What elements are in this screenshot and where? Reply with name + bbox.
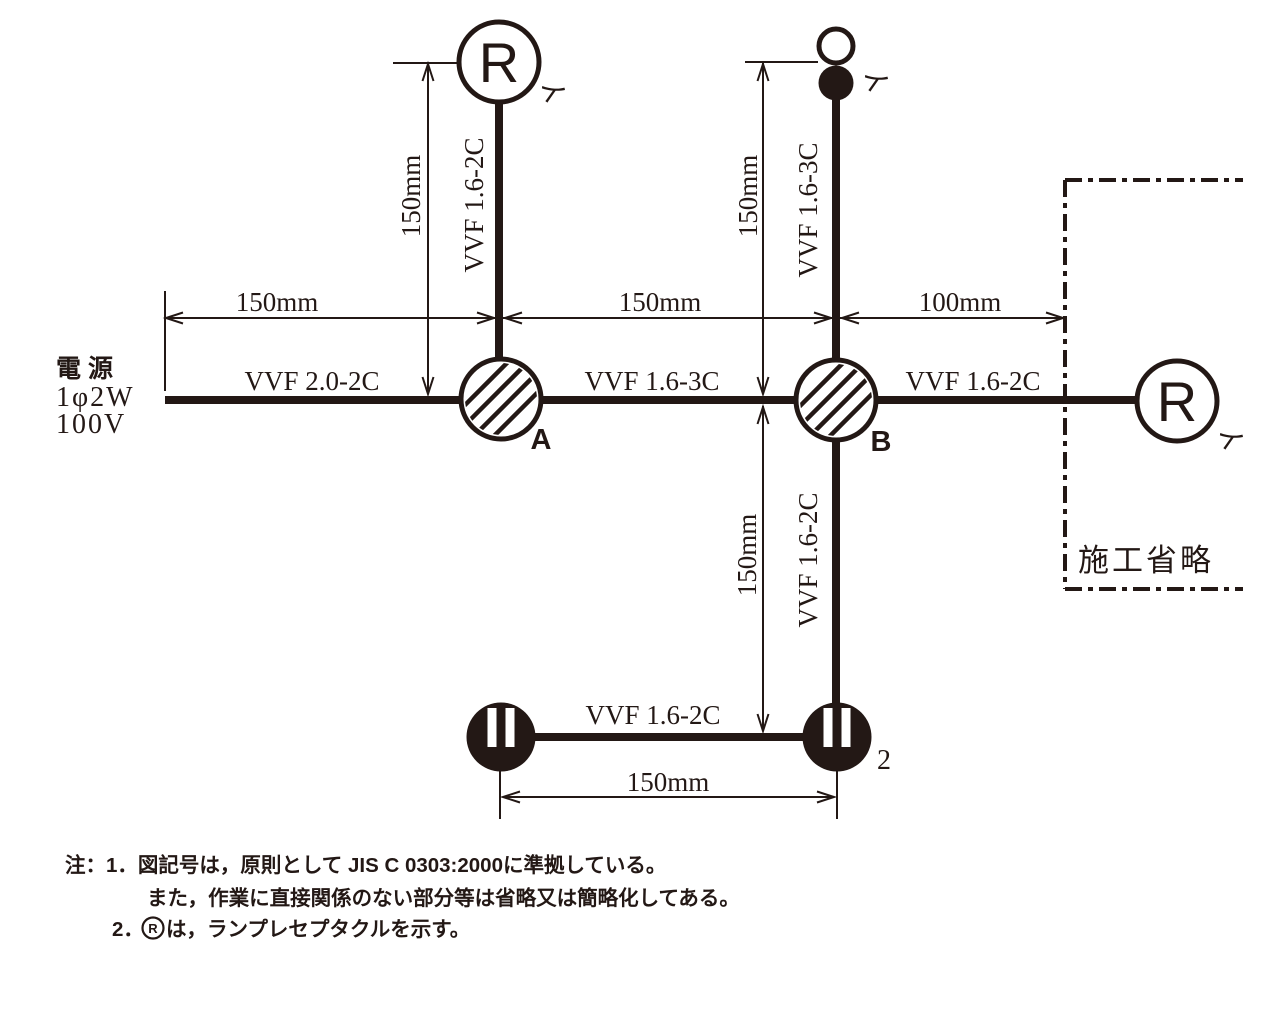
outlet-right-slot [841,708,851,747]
power-line1: 電 源 [56,355,113,383]
lamp-receptacle-right-letter: R [1157,370,1197,433]
dim-outlet-span: 150mm [627,767,710,797]
dim-switch-drop: 150mm [732,514,762,597]
lamp-receptacle-left-circle [456,19,542,105]
lamp-right-circuit-mark: イ [1209,420,1248,460]
arrowhead [421,60,435,82]
cable-label-b-to-right: VVF 1.6-2C [905,366,1040,396]
power-line3: 100V [56,409,126,440]
ceiling-fixture-ring [816,26,856,66]
lamp-receptacle-right-circle [1134,358,1220,444]
cable-label-a-to-b: VVF 1.6-3C [584,366,719,396]
omission-box: 施工省略 [1063,178,1243,591]
circled-r-letter: R [148,921,158,936]
arrowhead [756,403,770,425]
note-line-1: 注：1．図記号は，原則として JIS C 0303:2000に準拠している。 [65,853,666,877]
arrowhead [476,311,498,325]
dim-ceiling-drop: 150mm [733,155,763,238]
outlet-left-circle [466,702,536,772]
ceiling-fixture-body [818,65,854,101]
cable-runs [165,95,1137,741]
arrowhead [162,311,184,325]
outlet-right-slot [823,708,833,747]
note-2-number: 2． [112,918,144,941]
notes: 注：1．図記号は，原則として JIS C 0303:2000に準拠している。 ま… [65,853,740,941]
dimension-labels: 150mm 150mm 100mm 150mm 150mm 150mm 150m… [236,155,1002,797]
arrowhead [813,311,835,325]
arrowhead [756,60,770,82]
lamp-receptacle-left-letter: R [479,31,519,94]
arrowhead [756,713,770,735]
junction-a-label: A [531,424,552,456]
outlet-left [466,702,536,772]
cable-label-lamp-left-riser: VVF 1.6-2C [459,137,489,272]
ceiling-circuit-mark: イ [854,62,893,102]
outlet-left-slot [487,708,497,747]
dim-lamp-left-drop: 150mm [396,155,426,238]
junction-box-a-circle [458,356,544,442]
outlet-count-label: 2 [877,745,891,776]
lamp-receptacle-right: R イ [1134,358,1249,460]
outlet-right: 2 [802,702,891,776]
lamp-receptacle-left: R イ [456,19,571,113]
junction-box-b-circle [793,357,879,443]
note-line-2: また，作業に直接関係のない部分等は省略又は簡略化してある。 [147,886,740,910]
cable-label-src-to-a: VVF 2.0-2C [244,366,379,396]
cable-label-ceiling-riser: VVF 1.6-3C [793,142,823,277]
junction-box-b: B [793,357,892,458]
circled-r-icon [141,916,165,940]
outlet-right-circle [802,702,872,772]
dim-src-to-a: 150mm [236,287,319,317]
junction-b-label: B [871,426,892,458]
cable-label-switch-drop: VVF 1.6-2C [793,492,823,627]
arrowhead [756,376,770,398]
dim-a-to-b: 150mm [619,287,702,317]
dimension-lines [162,60,1067,819]
dim-b-to-box: 100mm [919,287,1002,317]
outlet-left-slot [505,708,515,747]
arrowhead [816,790,838,804]
cable-labels: VVF 2.0-2C VVF 1.6-3C VVF 1.6-2C VVF 1.6… [244,137,1040,730]
cable-label-outlet-run: VVF 1.6-2C [585,700,720,730]
arrowhead [838,311,860,325]
arrowhead [499,790,521,804]
power-line2: 1φ2W [56,382,135,413]
omission-label: 施工省略 [1078,543,1214,578]
arrowhead [421,376,435,398]
junction-box-a: A [458,356,552,456]
note-2-text: は，ランプレセプタクルを示す。 [166,918,470,941]
power-source-label: 電 源 1φ2W 100V [56,355,135,440]
ceiling-fixture: イ [816,26,894,102]
arrowhead [501,311,523,325]
